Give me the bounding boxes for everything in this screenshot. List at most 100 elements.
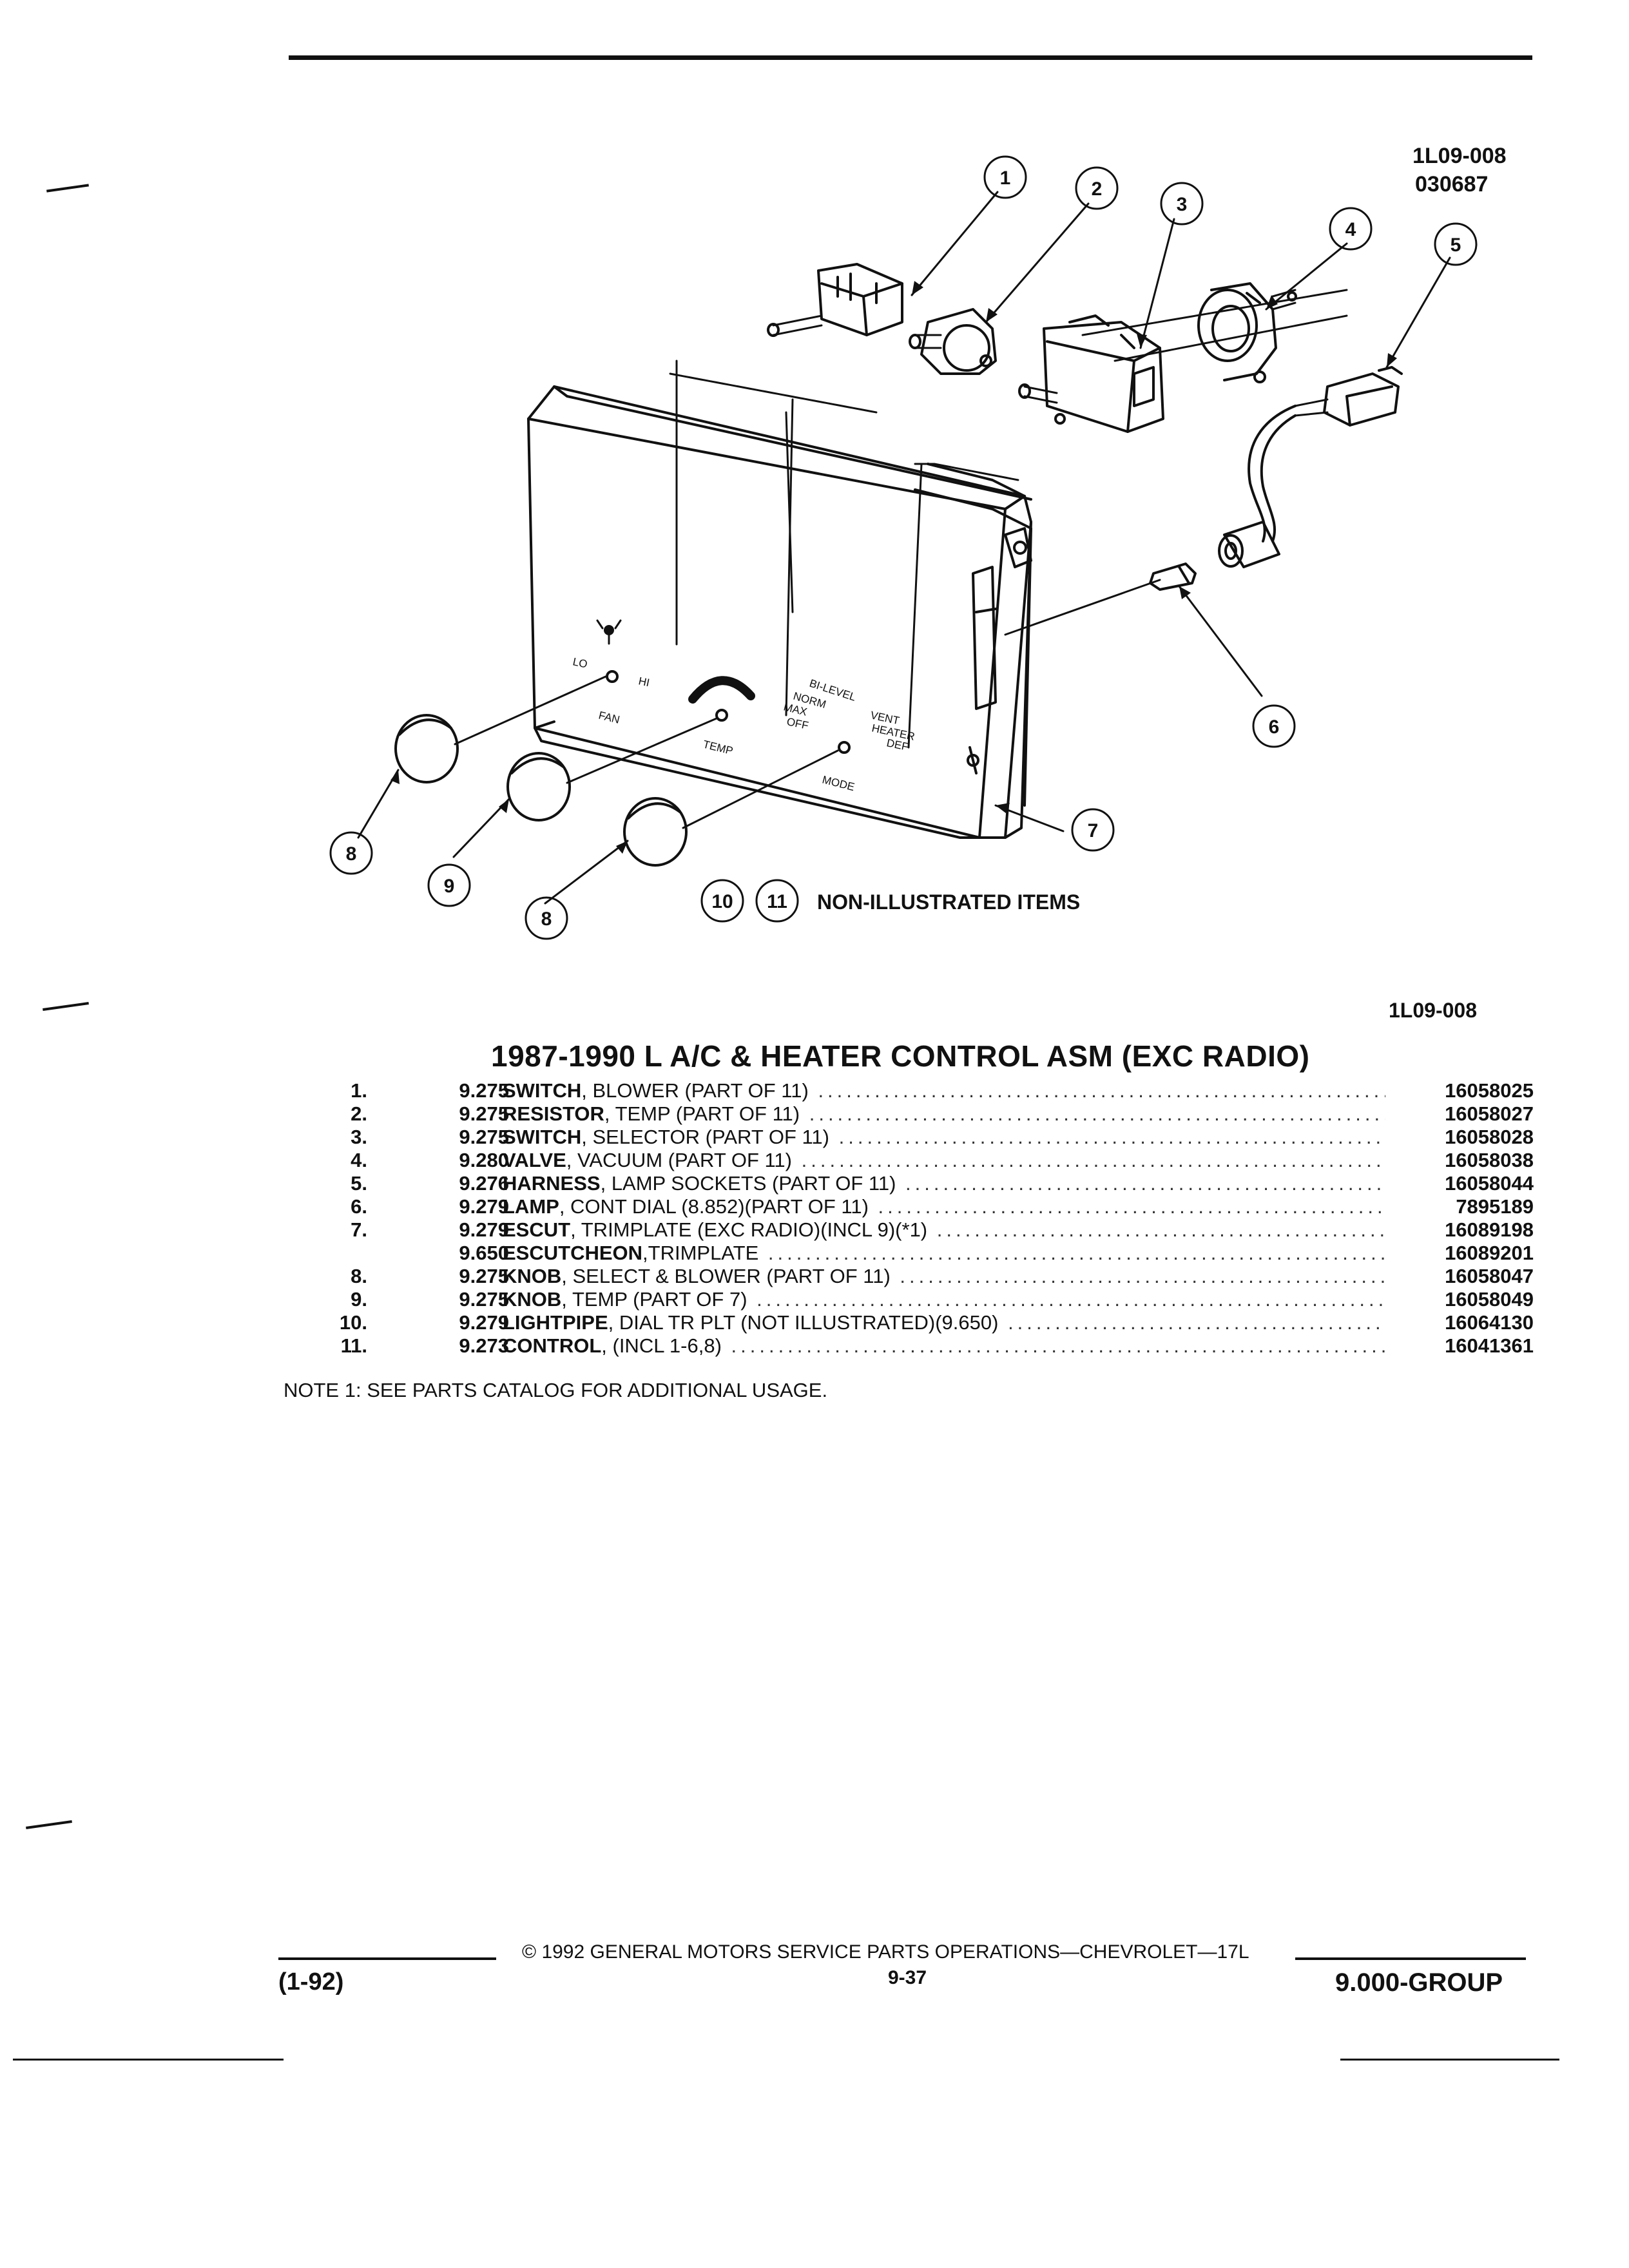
leader-dots: ........................................… — [1008, 1311, 1385, 1334]
item-name: SWITCH — [503, 1079, 582, 1102]
scan-mark — [1340, 2059, 1559, 2061]
exploded-parts-diagram: 1 2 3 4 5 6 7 8 9 8 10 11 LO HI FAN TEMP… — [329, 155, 1478, 940]
item-description: SWITCH, BLOWER (PART OF 11) ............… — [503, 1079, 1385, 1102]
item-number: 2. — [351, 1102, 367, 1125]
callout-6: 6 — [1269, 716, 1280, 738]
item-number: 4. — [351, 1149, 367, 1171]
housing-back — [914, 488, 1032, 807]
item-name: HARNESS — [503, 1172, 601, 1195]
part-number: 16058038 — [1445, 1149, 1534, 1171]
item-description: KNOB, SELECT & BLOWER (PART OF 11) .....… — [503, 1265, 1385, 1288]
part-number: 7895189 — [1456, 1195, 1534, 1218]
part-number: 16058049 — [1445, 1288, 1534, 1311]
dial-label-temp: TEMP — [702, 738, 734, 757]
item-description: ESCUTCHEON,TRIMPLATE ...................… — [503, 1242, 1385, 1265]
callout-8a: 8 — [346, 843, 357, 865]
lamp-harness — [1218, 366, 1403, 568]
item-detail: , TEMP (PART OF 7) — [561, 1288, 747, 1311]
dial-label-hi: HI — [637, 675, 651, 689]
footer-rule-right — [1295, 1957, 1526, 1960]
leader-dots: ........................................… — [809, 1102, 1385, 1125]
callout-4: 4 — [1345, 219, 1356, 240]
dial-lamp — [1149, 562, 1197, 591]
scan-mark — [13, 2059, 284, 2061]
item-description: RESISTOR, TEMP (PART OF 11) ............… — [503, 1102, 1385, 1126]
item-number: 1. — [351, 1079, 367, 1102]
part-number: 16064130 — [1445, 1311, 1534, 1334]
item-detail: , (INCL 1-6,8) — [601, 1334, 722, 1357]
figure-date-code: 030687 — [1415, 172, 1489, 197]
item-description: HARNESS, LAMP SOCKETS (PART OF 11) .....… — [503, 1172, 1385, 1195]
item-detail: , DIAL TR PLT (NOT ILLUSTRATED)(9.650) — [608, 1311, 999, 1334]
item-detail: , VACUUM (PART OF 11) — [566, 1149, 792, 1171]
item-name: LIGHTPIPE — [503, 1311, 608, 1334]
leader-dots: ........................................… — [936, 1218, 1385, 1241]
group-number: 9.275 — [459, 1288, 509, 1311]
group-number: 9.273 — [459, 1334, 509, 1357]
leader-dots: ........................................… — [818, 1079, 1385, 1102]
footer-rule-left — [278, 1957, 496, 1960]
page-title: 1987-1990 L A/C & HEATER CONTROL ASM (EX… — [491, 1039, 1310, 1073]
part-number: 16089198 — [1445, 1218, 1534, 1241]
item-name: CONTROL — [503, 1334, 602, 1357]
callout-5: 5 — [1451, 235, 1461, 256]
leader-dots: ........................................… — [878, 1195, 1386, 1218]
temp-resistor — [909, 308, 997, 375]
leader-dots: ........................................… — [801, 1149, 1385, 1171]
footer-copyright: © 1992 GENERAL MOTORS SERVICE PARTS OPER… — [522, 1941, 1249, 1963]
item-number: 9. — [351, 1288, 367, 1311]
callout-2: 2 — [1092, 178, 1103, 200]
leader-dots: ........................................… — [905, 1172, 1385, 1195]
group-number: 9.276 — [459, 1172, 509, 1195]
item-detail: , TRIMPLATE (EXC RADIO)(INCL 9)(*1) — [570, 1218, 928, 1241]
item-description: LIGHTPIPE, DIAL TR PLT (NOT ILLUSTRATED)… — [503, 1311, 1385, 1334]
item-name: RESISTOR — [503, 1102, 604, 1125]
footer-revision-date: (1-92) — [278, 1968, 344, 1995]
leader-dots: ........................................… — [731, 1334, 1386, 1357]
leader-dots: ........................................… — [900, 1265, 1385, 1287]
group-number: 9.280 — [459, 1149, 509, 1171]
group-number: 9.275 — [459, 1126, 509, 1148]
group-number: 9.275 — [459, 1102, 509, 1125]
item-name: VALVE — [503, 1149, 566, 1171]
dial-label-mode: MODE — [821, 773, 856, 793]
leader-dots: ........................................… — [838, 1126, 1385, 1148]
leader-dots: ........................................… — [757, 1288, 1385, 1311]
top-rule — [289, 55, 1532, 60]
callout-10: 10 — [711, 891, 733, 912]
catalog-note: NOTE 1: SEE PARTS CATALOG FOR ADDITIONAL… — [284, 1379, 828, 1401]
item-name: KNOB — [503, 1288, 562, 1311]
group-number: 9.275 — [459, 1079, 509, 1102]
scan-mark — [43, 1002, 89, 1011]
group-number: 9.279 — [459, 1195, 509, 1218]
item-description: VALVE, VACUUM (PART OF 11) .............… — [503, 1149, 1385, 1172]
callout-1: 1 — [1000, 168, 1011, 189]
dial-label-off: OFF — [786, 715, 809, 732]
item-name: SWITCH — [503, 1126, 582, 1148]
item-description: KNOB, TEMP (PART OF 7) .................… — [503, 1288, 1385, 1311]
part-number: 16058044 — [1445, 1172, 1534, 1195]
item-description: LAMP, CONT DIAL (8.852)(PART OF 11) ....… — [503, 1195, 1385, 1218]
item-number: 7. — [351, 1218, 367, 1241]
dial-label-lo: LO — [572, 655, 588, 670]
selector-switch — [1018, 314, 1164, 433]
knob-8b — [623, 797, 688, 867]
item-detail: , SELECTOR (PART OF 11) — [581, 1126, 829, 1148]
item-detail: , TEMP (PART OF 11) — [604, 1102, 800, 1125]
item-detail: , BLOWER (PART OF 11) — [581, 1079, 809, 1102]
item-detail: , LAMP SOCKETS (PART OF 11) — [600, 1172, 896, 1195]
fan-icon — [596, 619, 622, 645]
item-number: 10. — [339, 1311, 367, 1334]
non-illustrated-label: NON-ILLUSTRATED ITEMS — [817, 890, 1081, 914]
